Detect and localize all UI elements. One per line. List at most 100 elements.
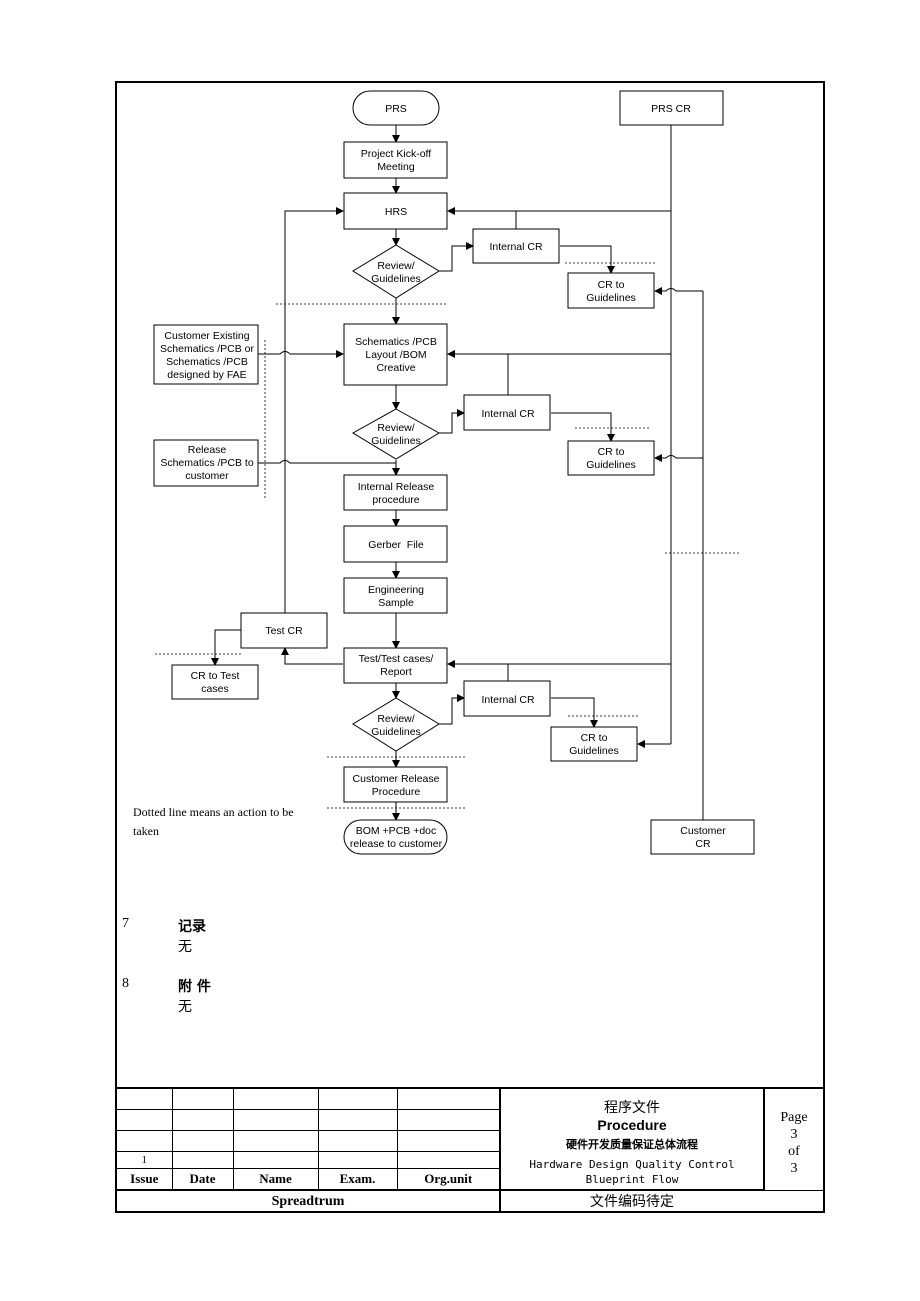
section-8-number: 8 xyxy=(122,976,129,991)
section-7-title: 记录 xyxy=(178,919,206,935)
revision-row xyxy=(117,1109,499,1131)
doc-type-cn: 程序文件 xyxy=(604,1100,660,1116)
engineering-label-1: Engineering xyxy=(368,584,424,596)
dotted-line-note: Dotted line means an action to be taken xyxy=(133,805,294,838)
footer-block: 1 Issue Date Name Exam. Org.unit Spreadt… xyxy=(115,1087,825,1213)
gerber-box xyxy=(343,525,448,563)
customer-existing-label-3: Schematics /PCB xyxy=(166,356,248,368)
revision-cell xyxy=(172,1089,234,1110)
internal-cr2-box xyxy=(463,394,551,431)
review1-label-1: Review/ xyxy=(377,260,414,272)
page-frame xyxy=(115,81,825,1087)
cr-guidelines3-box xyxy=(550,726,638,762)
test-cr-box xyxy=(240,612,328,649)
revision-cell xyxy=(172,1130,234,1152)
section-7-body: 无 xyxy=(178,939,192,955)
revision-cell xyxy=(233,1130,319,1152)
company-name: Spreadtrum xyxy=(271,1194,345,1209)
section-8-title: 附 件 xyxy=(178,979,211,995)
revision-cell xyxy=(172,1109,234,1131)
cr-guidelines2-label-2: Guidelines xyxy=(586,459,636,471)
header-org-unit: Org.unit xyxy=(397,1168,499,1191)
revision-cell xyxy=(318,1109,398,1131)
release-schematics-label-3: customer xyxy=(185,470,229,482)
internal-cr1-box xyxy=(472,228,560,264)
revision-cell: 1 xyxy=(117,1151,173,1169)
review1-diamond xyxy=(352,244,440,299)
customer-release-label-1: Customer Release xyxy=(353,773,440,785)
internal-cr3-label: Internal CR xyxy=(481,694,535,706)
revision-cell xyxy=(318,1089,398,1110)
revision-header-row: Issue Date Name Exam. Org.unit xyxy=(117,1168,499,1191)
customer-existing-box xyxy=(153,324,259,385)
page-number: 3 xyxy=(790,1127,798,1142)
internal-cr2-label: Internal CR xyxy=(481,408,535,420)
revision-cell xyxy=(233,1109,319,1131)
cr-test-cases-label-2: cases xyxy=(201,683,228,695)
gerber-label: Gerber File xyxy=(368,539,424,551)
customer-release-label-2: Procedure xyxy=(372,786,421,798)
document-code: 文件编码待定 xyxy=(499,1191,763,1213)
hrs-label: HRS xyxy=(385,206,407,218)
engineering-box xyxy=(343,577,448,614)
customer-existing-label-4: designed by FAE xyxy=(167,369,246,381)
revision-cell xyxy=(318,1130,398,1152)
test-report-label-2: Report xyxy=(380,666,412,678)
bom-terminal xyxy=(343,819,448,855)
test-report-label-1: Test/Test cases/ xyxy=(359,653,434,665)
page-label: Page xyxy=(780,1110,808,1125)
node-shapes xyxy=(153,90,755,855)
customer-cr-label-2: CR xyxy=(695,838,711,850)
prs-label: PRS xyxy=(385,103,407,115)
kickoff-box xyxy=(343,141,448,179)
release-schematics-label-1: Release xyxy=(188,444,227,456)
title-en-line2: Blueprint Flow xyxy=(585,1173,679,1186)
revision-row: 1 xyxy=(117,1151,499,1169)
revision-cell xyxy=(397,1109,499,1131)
revision-row xyxy=(117,1130,499,1152)
page-total: 3 xyxy=(790,1161,798,1176)
page-of: of xyxy=(788,1144,800,1159)
revision-cell xyxy=(117,1109,173,1131)
internal-release-box xyxy=(343,474,448,511)
test-report-box xyxy=(343,647,448,684)
cr-guidelines2-box xyxy=(567,440,655,476)
release-schematics-box xyxy=(153,439,259,487)
kickoff-label-1: Project Kick-off xyxy=(361,148,431,160)
internal-release-label-2: procedure xyxy=(372,494,419,506)
revision-cell xyxy=(117,1130,173,1152)
cr-test-cases-box xyxy=(171,664,259,700)
schematics-box xyxy=(343,323,448,386)
schematics-label-3: Creative xyxy=(376,362,415,374)
bom-label-1: BOM +PCB +doc xyxy=(356,825,437,837)
schematics-label-1: Schematics /PCB xyxy=(355,336,437,348)
customer-existing-label-1: Customer Existing xyxy=(164,330,249,342)
doc-type-en: Procedure xyxy=(597,1117,667,1133)
cr-test-cases-label-1: CR to Test xyxy=(191,670,240,682)
section-8-body: 无 xyxy=(178,999,192,1015)
title-cn: 硬件开发质量保证总体流程 xyxy=(566,1138,698,1151)
section-7-number: 7 xyxy=(122,916,129,931)
review3-label-2: Guidelines xyxy=(371,726,421,738)
dotted-lines xyxy=(155,262,741,809)
bom-label-2: release to customer xyxy=(350,838,443,850)
kickoff-label-2: Meeting xyxy=(377,161,415,173)
revision-cell xyxy=(233,1089,319,1110)
hrs-box xyxy=(343,192,448,230)
revision-cell xyxy=(397,1130,499,1152)
cr-guidelines1-label-2: Guidelines xyxy=(586,292,636,304)
document-title-box: 程序文件 Procedure 硬件开发质量保证总体流程 Hardware Des… xyxy=(499,1089,763,1191)
revision-cell xyxy=(233,1151,319,1169)
engineering-label-2: Sample xyxy=(378,597,414,609)
header-exam: Exam. xyxy=(318,1168,398,1191)
revision-cell xyxy=(318,1151,398,1169)
review3-label-1: Review/ xyxy=(377,713,414,725)
schematics-label-2: Layout /BOM xyxy=(365,349,426,361)
revision-cell xyxy=(117,1089,173,1110)
customer-cr-label-1: Customer xyxy=(680,825,726,837)
revision-cell xyxy=(397,1151,499,1169)
review1-label-2: Guidelines xyxy=(371,273,421,285)
prs-cr-label: PRS CR xyxy=(651,103,691,115)
internal-release-label-1: Internal Release xyxy=(358,481,435,493)
review2-diamond xyxy=(352,408,440,460)
